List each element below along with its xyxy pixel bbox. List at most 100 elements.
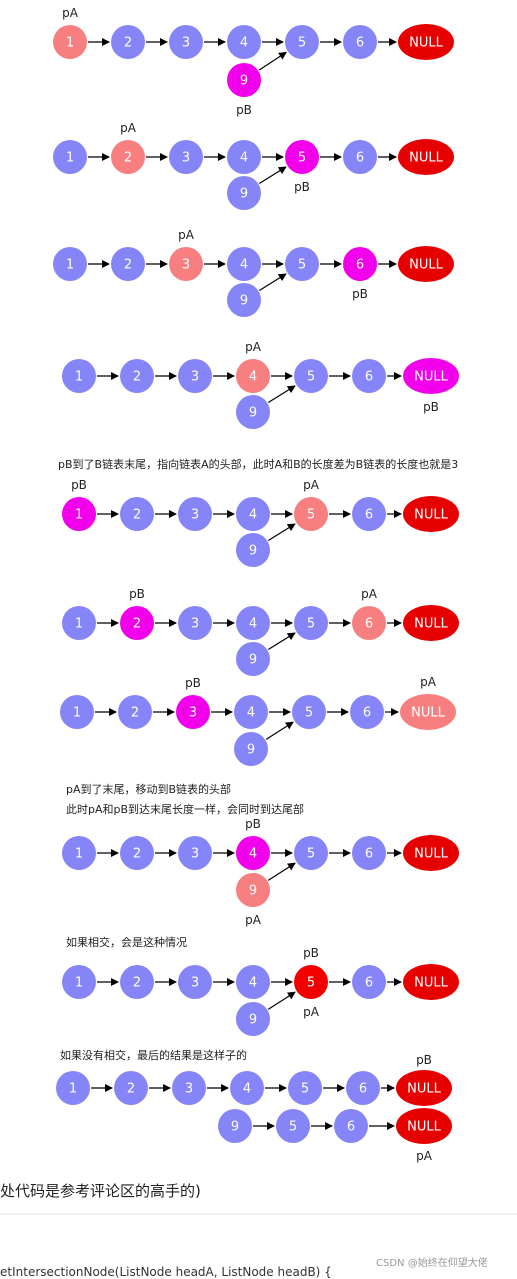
diagram-1-null-label: NULL (409, 36, 443, 51)
diagram-3-null: NULL (398, 246, 454, 282)
diagram-9-null: NULL (403, 964, 459, 1000)
diagram-5-pa-label: pA (303, 478, 320, 492)
diagram-3-pa-label: pA (178, 228, 195, 242)
diagram-4-node-4: 4 (236, 359, 270, 393)
diagram-9-node-6: 6 (352, 965, 386, 999)
diagram-5-node-2: 2 (120, 497, 154, 531)
diagram-6-arrow-branch (267, 632, 296, 651)
diagram-6-node-2: 2 (120, 606, 154, 640)
diagram-8-node-5: 5 (294, 836, 328, 870)
diagram-2-node-1: 1 (53, 140, 87, 174)
diagram-4-node-1-label: 1 (75, 370, 83, 385)
diagram-5-node-5-shape (294, 497, 328, 531)
diagram-8-node-9-label: 9 (249, 884, 257, 899)
diagram-4-pb-label: pB (423, 400, 439, 414)
diagram-10-node-b-9-shape (218, 1109, 252, 1143)
diagram-8-node-5-label: 5 (307, 847, 315, 862)
diagram-4-node-9-shape (236, 395, 270, 429)
diagram-2-null-shape (398, 139, 454, 175)
diagram-10-node-b-6-shape (334, 1109, 368, 1143)
diagram-4-node-3-label: 3 (191, 370, 199, 385)
diagram-5-node-4: 4 (236, 497, 270, 531)
diagram-8-node-1-label: 1 (75, 847, 83, 862)
diagram-3-arrow-branch (258, 273, 287, 292)
diagram-7-node-9-label: 9 (247, 743, 255, 758)
diagram-6-node-1-shape (62, 606, 96, 640)
diagram-3-node-6-shape (343, 247, 377, 281)
diagram-10-null-b-label: NULL (407, 1120, 441, 1135)
diagram-7-null-label: NULL (411, 706, 445, 721)
diagram-10-node-a-5-label: 5 (301, 1082, 309, 1097)
diagram-7-node-4: 4 (234, 695, 268, 729)
diagram-9-pb-label: pB (303, 946, 319, 960)
diagram-8-pa-label: pA (245, 913, 262, 927)
diagram-5-node-6: 6 (352, 497, 386, 531)
diagram-7-node-6-shape (350, 695, 384, 729)
diagram-3-node-3-label: 3 (182, 258, 190, 273)
diagram-7-node-9-shape (234, 732, 268, 766)
diagram-4-null-shape (403, 358, 459, 394)
diagram-8-node-2-shape (120, 836, 154, 870)
diagram-1-node-1-shape (53, 25, 87, 59)
diagram-1-node-3-shape (169, 25, 203, 59)
diagram-10-node-a-6: 6 (346, 1071, 380, 1105)
diagram-6-node-9-shape (236, 642, 270, 676)
diagram-8-null: NULL (403, 835, 459, 871)
diagram-1-node-2-shape (111, 25, 145, 59)
diagram-1-node-3: 3 (169, 25, 203, 59)
diagram-8-null-label: NULL (414, 847, 448, 862)
csdn-watermark: CSDN @始终在仰望大佬 (376, 1256, 488, 1269)
diagram-10-node-b-9-label: 9 (231, 1120, 239, 1135)
diagram-9-node-4: 4 (236, 965, 270, 999)
diagram-5-node-4-label: 4 (249, 508, 257, 523)
diagram-5-node-9-shape (236, 533, 270, 567)
diagram-9-node-9-shape (236, 1002, 270, 1036)
diagram-6-node-4-label: 4 (249, 617, 257, 632)
diagram-9-node-3: 3 (178, 965, 212, 999)
diagram-4-node-6-shape (352, 359, 386, 393)
diagram-9-null-shape (403, 964, 459, 1000)
diagram-9-node-2-label: 2 (133, 976, 141, 991)
diagram-10-null-a: NULL (396, 1070, 452, 1106)
diagram-10-pa-label: pA (416, 1149, 433, 1163)
diagram-4-node-9-label: 9 (249, 406, 257, 421)
diagram-6-pb-label: pB (129, 587, 145, 601)
diagram-7-node-1: 1 (60, 695, 94, 729)
diagram-7-node-9: 9 (234, 732, 268, 766)
diagram-8-pb-label: pB (245, 817, 261, 831)
diagram-8-node-6-shape (352, 836, 386, 870)
diagram-3-pb-label: pB (352, 287, 368, 301)
diagram-5-node-5-label: 5 (307, 508, 315, 523)
diagram-5-null-shape (403, 496, 459, 532)
diagram-5-node-2-shape (120, 497, 154, 531)
diagram-4-node-2: 2 (120, 359, 154, 393)
diagram-8-node-9-shape (236, 873, 270, 907)
diagram-4-node-6: 6 (352, 359, 386, 393)
diagram-10-node-a-3: 3 (172, 1071, 206, 1105)
diagram-4-node-5-label: 5 (307, 370, 315, 385)
diagram-6-node-1-label: 1 (75, 617, 83, 632)
diagram-1-node-5-label: 5 (298, 36, 306, 51)
footer-note: 处代码是参考评论区的高手的) (0, 1182, 201, 1200)
diagram-1-node-2: 2 (111, 25, 145, 59)
diagram-7-node-5-shape (292, 695, 326, 729)
diagram-4-node-5-shape (294, 359, 328, 393)
diagram-2-node-6-label: 6 (356, 151, 364, 166)
diagram-1-node-3-label: 3 (182, 36, 190, 51)
diagram-9-node-3-shape (178, 965, 212, 999)
diagram-5-node-3-label: 3 (191, 508, 199, 523)
diagram-2-pb-label: pB (294, 180, 310, 194)
diagram-1-pb-label: pB (236, 103, 252, 117)
diagram-6-node-1: 1 (62, 606, 96, 640)
diagram-2-node-5-shape (285, 140, 319, 174)
diagram-2-node-9-shape (227, 176, 261, 210)
diagram-7-null-shape (400, 694, 456, 730)
diagram-7-node-3-shape (176, 695, 210, 729)
diagram-8-node-2-label: 2 (133, 847, 141, 862)
diagram-10-node-b-6: 6 (334, 1109, 368, 1143)
diagram-3-node-1-label: 1 (66, 258, 74, 273)
diagram-5-node-3-shape (178, 497, 212, 531)
